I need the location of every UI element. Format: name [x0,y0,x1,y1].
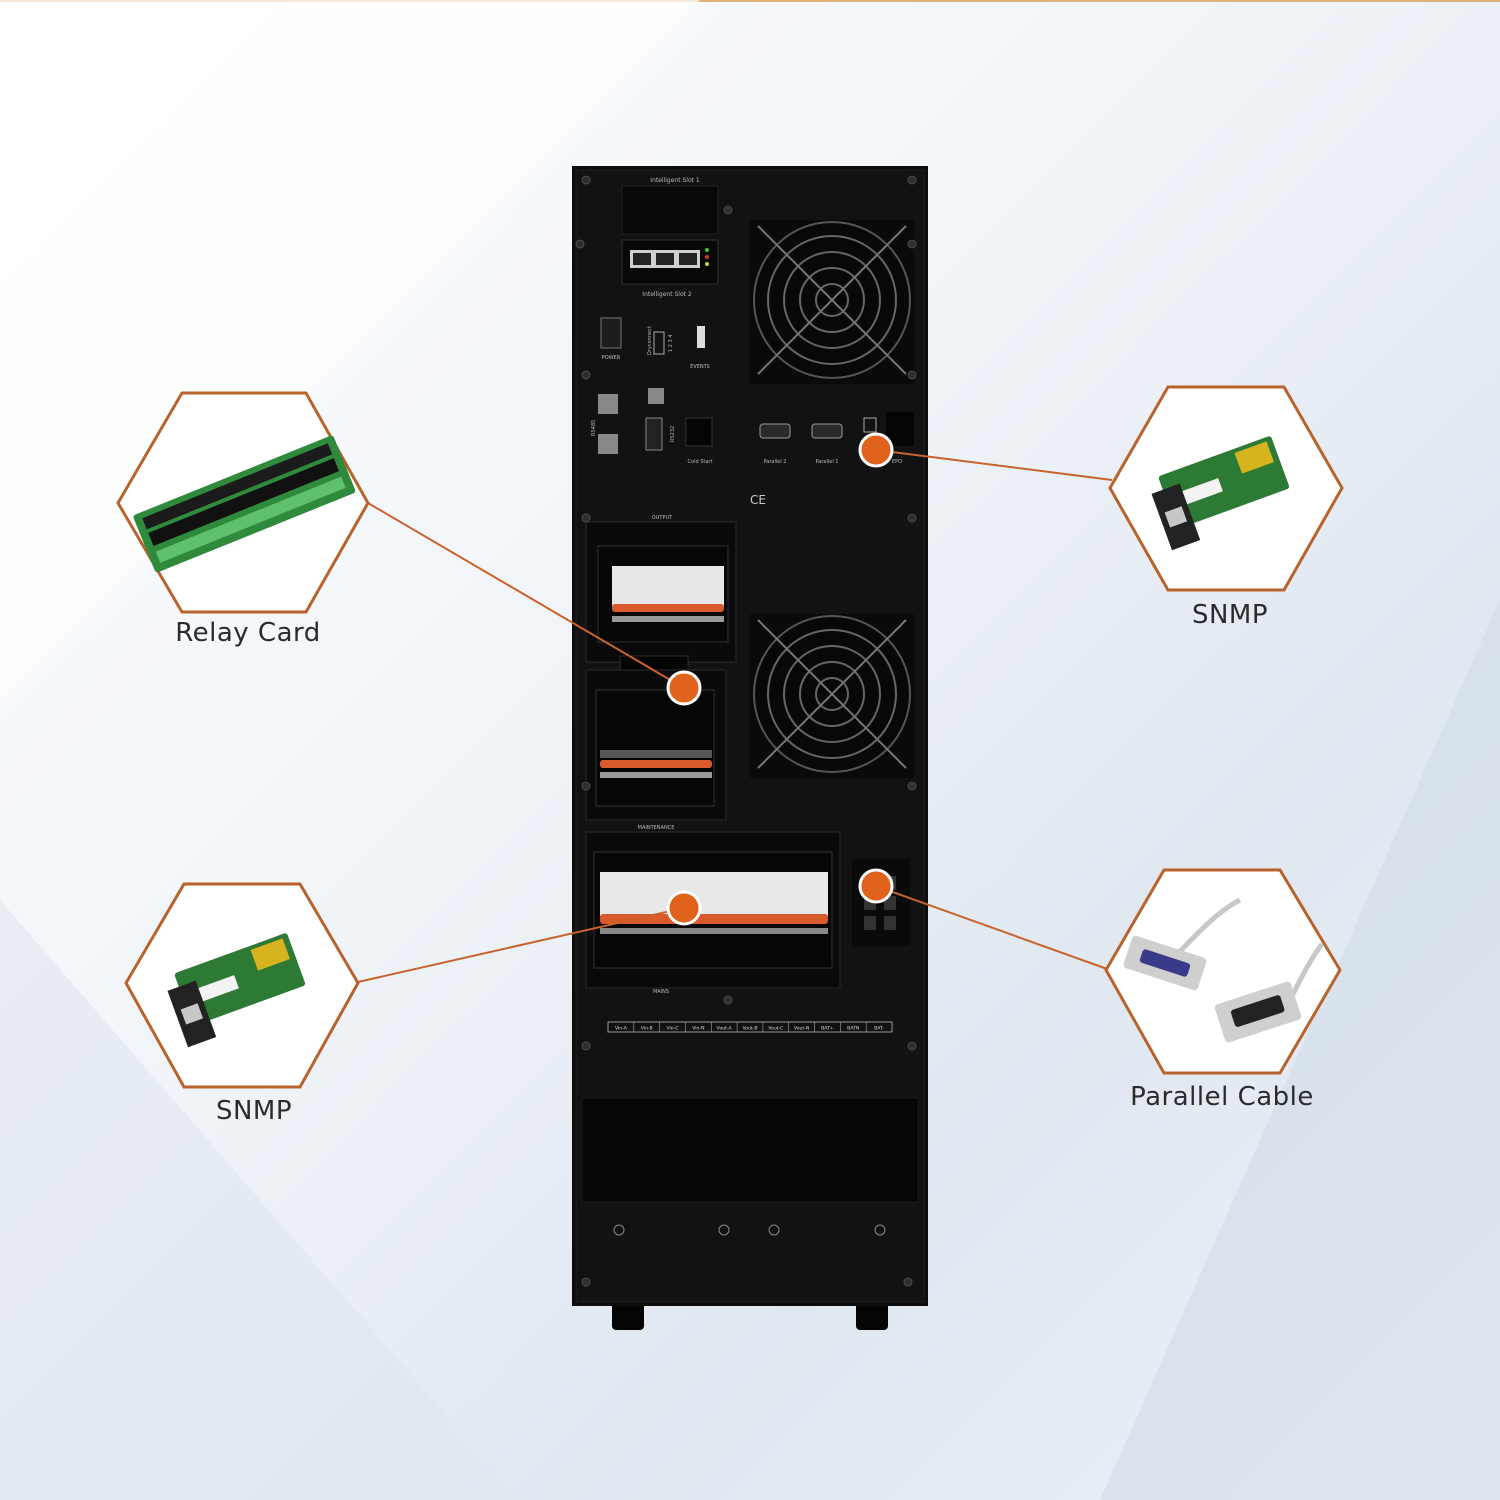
parallel-port-2 [759,423,791,439]
terminal-label: Vin-C [666,1026,678,1032]
relay-card-label: Relay Card [175,618,321,648]
snmp-card-right-image [1151,436,1290,551]
rs232-port [645,417,663,451]
terminal-label: Vout-A [717,1026,733,1032]
terminal-label: Vout-C [768,1026,783,1032]
terminal-label: BATN [847,1026,859,1032]
intelligent-slot-1-label: Intelligent Slot 1 [650,177,700,184]
terminal-label: BAT- [874,1026,884,1032]
power-label: POWER [602,355,621,361]
usb-port [648,388,664,404]
maintenance-breaker [595,689,715,807]
terminal-label: Vout-B [743,1026,758,1032]
intelligent-slot-1 [621,185,719,235]
epo-terminal [863,417,877,433]
hex-snmp-right [1108,385,1344,592]
ce-mark: CE [750,493,766,507]
marker-snmp-left [666,890,702,926]
events-label: EVENTS [690,364,710,370]
terminal-label: Vin-A [615,1026,628,1032]
rs485-port-1 [598,394,618,414]
power-switch [600,317,622,349]
terminal-label: Vout-N [794,1026,809,1032]
relay-card-image [133,435,356,573]
hex-relay-card [116,391,370,614]
lower-cover [581,1097,919,1203]
dryconnect-label: Dryconnect [647,326,653,355]
ups-foot-right [856,1300,888,1330]
snmp-card-left-image [167,933,306,1048]
rs485-label: RS485 [591,420,597,436]
snmp-left-label: SNMP [215,1096,293,1126]
hex-parallel-cable [1104,868,1342,1075]
terminal-label: Vin-N [692,1026,704,1032]
intelligent-slot-2-label: Intelligent Slot 2 [642,291,692,298]
top-accent-line [0,0,1500,2]
snmp-right-label: SNMP [1191,600,1269,630]
fan-top [750,220,914,384]
cold-start-label: Cold Start [688,459,713,465]
parallel-1-label: Parallel 1 [816,459,839,465]
dryconnect-numbers: 1 2 3 4 [668,335,674,353]
parallel-cable-image [1123,897,1325,1043]
terminal-label: BAT+ [821,1026,834,1032]
parallel-2-label: Parallel 2 [764,459,787,465]
terminal-strip [607,1021,893,1033]
ups-foot-left [612,1300,644,1330]
marker-parallel [858,868,894,904]
mains-label: MAINS [653,989,669,995]
hex-snmp-left [124,882,360,1089]
output-label: OUTPUT [652,515,673,521]
rs485-port-2 [598,434,618,454]
epo-label: EPO [892,459,902,465]
marker-relay [666,670,702,706]
terminal-label: Vin-B [641,1026,653,1032]
parallel-port-1 [811,423,843,439]
rs232-label: RS232 [670,426,676,442]
terminal-labels: Vin-A Vin-B Vin-C Vin-N Vout-A Vout-B Vout-C Vo… [615,1022,884,1032]
fan-bottom [750,614,914,778]
cold-start-button [685,417,713,447]
marker-snmp-right [858,432,894,468]
maintenance-label: MAINTENANCE [638,825,675,831]
parallel-cable-label: Parallel Cable [1130,1082,1314,1112]
